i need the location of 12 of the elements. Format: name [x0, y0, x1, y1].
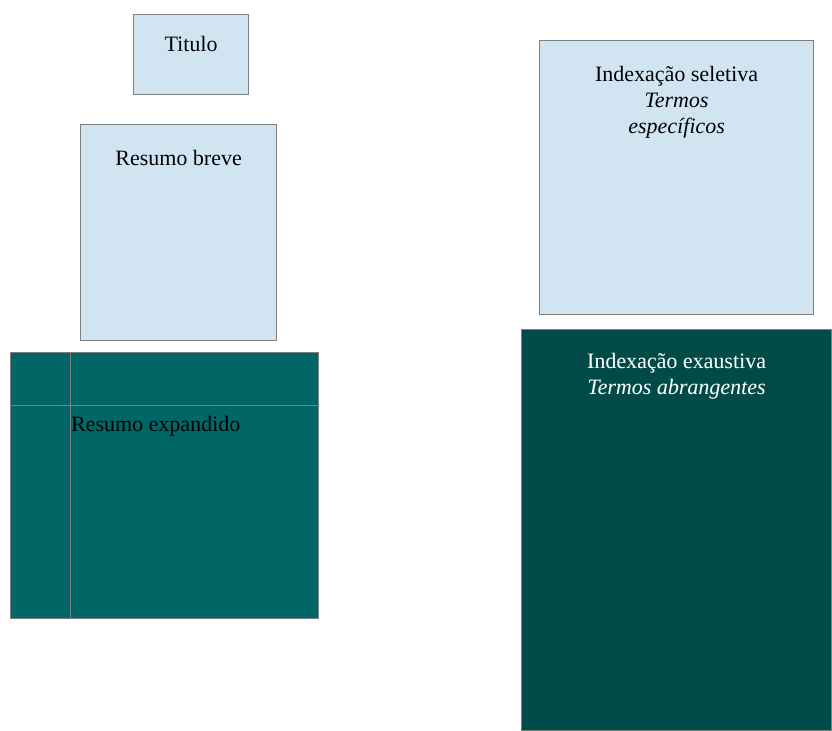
- box-subheading: Termos abrangentes: [586, 374, 767, 400]
- expanded-summary-box: [10, 352, 319, 619]
- summary-box: [80, 124, 277, 341]
- title-box: [133, 14, 249, 95]
- box-subheading: Termos específicos: [627, 87, 726, 139]
- box-heading: Indexação seletiva: [594, 61, 760, 87]
- box-heading: Indexação exaustiva: [586, 348, 767, 374]
- box-heading: Resumo expandido: [71, 411, 242, 437]
- selective-indexing-box: [539, 40, 814, 315]
- exhaustive-indexing-box: [521, 329, 832, 731]
- box-heading: Titulo: [163, 31, 218, 57]
- box-heading: Resumo breve: [114, 145, 243, 171]
